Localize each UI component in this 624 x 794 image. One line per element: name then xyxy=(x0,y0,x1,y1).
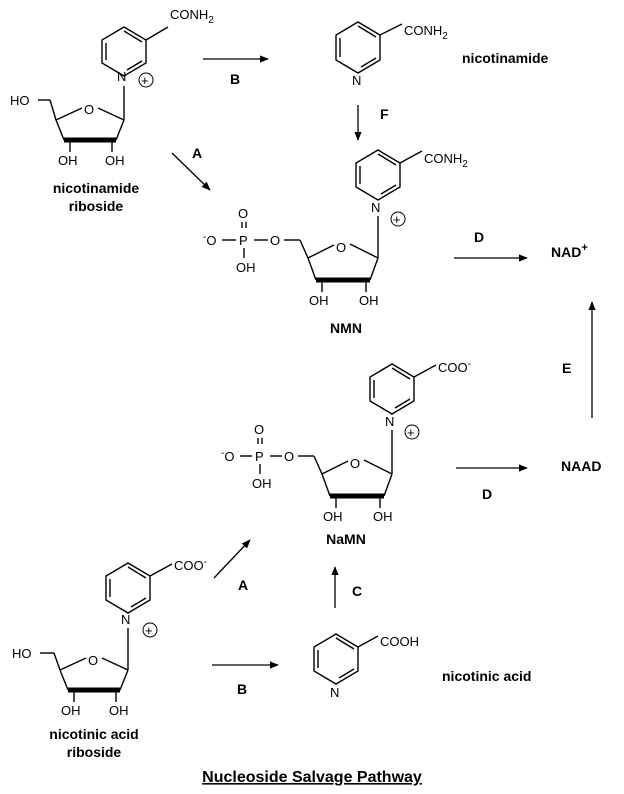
compound-name: nicotinamide xyxy=(462,50,549,66)
o-minus-label: -O xyxy=(203,232,216,248)
arrow-a-bottom xyxy=(213,539,251,579)
cooh-label: COOH xyxy=(380,634,419,649)
compound-name: riboside xyxy=(67,744,122,760)
pyridinium-n-label: N xyxy=(121,612,130,627)
o-label: O xyxy=(270,233,280,248)
conh2-label: CONH2 xyxy=(170,7,214,26)
step-label-a: A xyxy=(238,577,248,593)
compound-name: NMN xyxy=(330,320,362,336)
step-label-e: E xyxy=(562,360,571,376)
step-label-b: B xyxy=(230,71,240,87)
pyridinium-n-label: N xyxy=(117,69,126,84)
nicotinamide-riboside-structure: CONH2 N + O HO OH OH xyxy=(10,7,214,168)
pyridinium-n-label: N xyxy=(371,200,380,215)
oh-label: OH xyxy=(373,509,393,524)
compound-name: nicotinic acid xyxy=(442,668,531,684)
o-label: O xyxy=(238,206,248,221)
oh-label: OH xyxy=(109,703,129,718)
pyridine-n-label: N xyxy=(330,685,339,700)
oh-label: OH xyxy=(58,153,78,168)
compound-name: NaMN xyxy=(326,531,366,547)
namn-structure: COO- N + O O P O -O OH OH OH xyxy=(221,359,471,524)
positive-charge-icon: + xyxy=(407,425,415,440)
arrow-a-top xyxy=(171,152,211,191)
step-label-a: A xyxy=(192,145,202,161)
phosphorus-label: P xyxy=(255,449,264,464)
o-minus-label: -O xyxy=(221,448,234,464)
ring-oxygen-label: O xyxy=(336,240,346,255)
step-label-c: C xyxy=(352,583,362,599)
nad-plus-label: NAD+ xyxy=(551,242,588,260)
oh-label: OH xyxy=(252,476,272,491)
conh2-label: CONH2 xyxy=(424,151,468,170)
ho-label: HO xyxy=(12,646,32,661)
nicotinic-acid-structure: COOH N xyxy=(313,633,419,700)
coo-minus-label: COO- xyxy=(438,359,471,375)
oh-label: OH xyxy=(309,293,329,308)
nicotinamide-structure: CONH2 N xyxy=(335,21,448,88)
step-label-f: F xyxy=(380,106,389,122)
step-label-b: B xyxy=(237,681,247,697)
conh2-label: CONH2 xyxy=(404,23,448,42)
ring-oxygen-label: O xyxy=(350,456,360,471)
pyridinium-n-label: N xyxy=(385,414,394,429)
phosphorus-label: P xyxy=(239,233,248,248)
positive-charge-icon: + xyxy=(141,73,149,88)
o-label: O xyxy=(284,449,294,464)
coo-minus-label: COO- xyxy=(174,557,207,573)
nicotinic-acid-riboside-structure: COO- N + O HO OH OH xyxy=(12,557,207,718)
ring-oxygen-label: O xyxy=(84,102,94,117)
positive-charge-icon: + xyxy=(393,212,401,227)
ring-oxygen-label: O xyxy=(88,653,98,668)
oh-label: OH xyxy=(236,260,256,275)
pyridine-n-label: N xyxy=(352,73,361,88)
compound-name: nicotinamide xyxy=(53,180,140,196)
oh-label: OH xyxy=(105,153,125,168)
compound-name: riboside xyxy=(69,198,124,214)
step-label-d: D xyxy=(474,229,484,245)
oh-label: OH xyxy=(323,509,343,524)
nmn-structure: CONH2 N + O O P O -O OH OH OH xyxy=(203,149,468,308)
oh-label: OH xyxy=(61,703,81,718)
compound-name: nicotinic acid xyxy=(49,726,138,742)
oh-label: OH xyxy=(359,293,379,308)
step-label-d: D xyxy=(482,486,492,502)
positive-charge-icon: + xyxy=(145,623,153,638)
ho-label: HO xyxy=(10,93,30,108)
o-label: O xyxy=(254,422,264,437)
diagram-title: Nucleoside Salvage Pathway xyxy=(202,769,422,786)
compound-name: NAAD xyxy=(561,458,601,474)
